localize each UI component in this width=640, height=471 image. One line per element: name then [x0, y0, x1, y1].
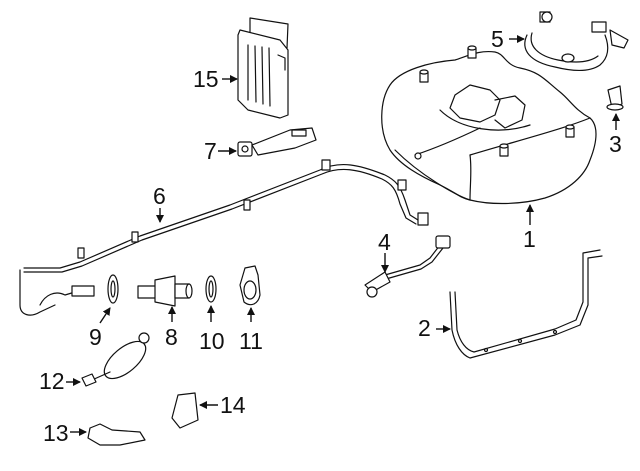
- callout-5: 5: [491, 26, 504, 52]
- callout-6: 6: [153, 183, 166, 209]
- fuel-tank-part[interactable]: [381, 45, 597, 205]
- callout-9: 9: [89, 324, 102, 350]
- callout-11: 11: [239, 328, 263, 354]
- valve-part[interactable]: [137, 275, 193, 307]
- callout-arrows: [66, 35, 620, 436]
- tank-strap-part[interactable]: [449, 249, 603, 359]
- fuel-pump-harness-part[interactable]: [524, 11, 629, 72]
- callout-7: 7: [204, 138, 217, 164]
- clip-part[interactable]: [239, 265, 261, 306]
- fuel-line-part[interactable]: [19, 159, 429, 316]
- sensor-part[interactable]: [237, 127, 317, 157]
- callout-2: 2: [418, 315, 431, 341]
- o-ring-part-9[interactable]: [107, 274, 119, 304]
- callout-8: 8: [165, 324, 178, 350]
- callout-14: 14: [220, 392, 246, 418]
- callout-1: 1: [523, 226, 536, 252]
- bracket-part[interactable]: [87, 423, 146, 446]
- o-ring-part-10[interactable]: [205, 275, 217, 303]
- control-module-part[interactable]: [237, 17, 289, 119]
- connector-part[interactable]: [171, 392, 199, 429]
- callout-15: 15: [193, 66, 219, 92]
- sensor-with-lead-part[interactable]: [81, 332, 152, 387]
- callout-4: 4: [378, 229, 391, 255]
- callout-12: 12: [39, 368, 65, 394]
- callout-3: 3: [609, 131, 622, 157]
- cap-part[interactable]: [606, 85, 624, 111]
- wiring-harness-part[interactable]: [364, 235, 451, 298]
- callout-13: 13: [43, 420, 69, 446]
- callout-10: 10: [199, 328, 225, 354]
- arrow-9: [99, 307, 111, 324]
